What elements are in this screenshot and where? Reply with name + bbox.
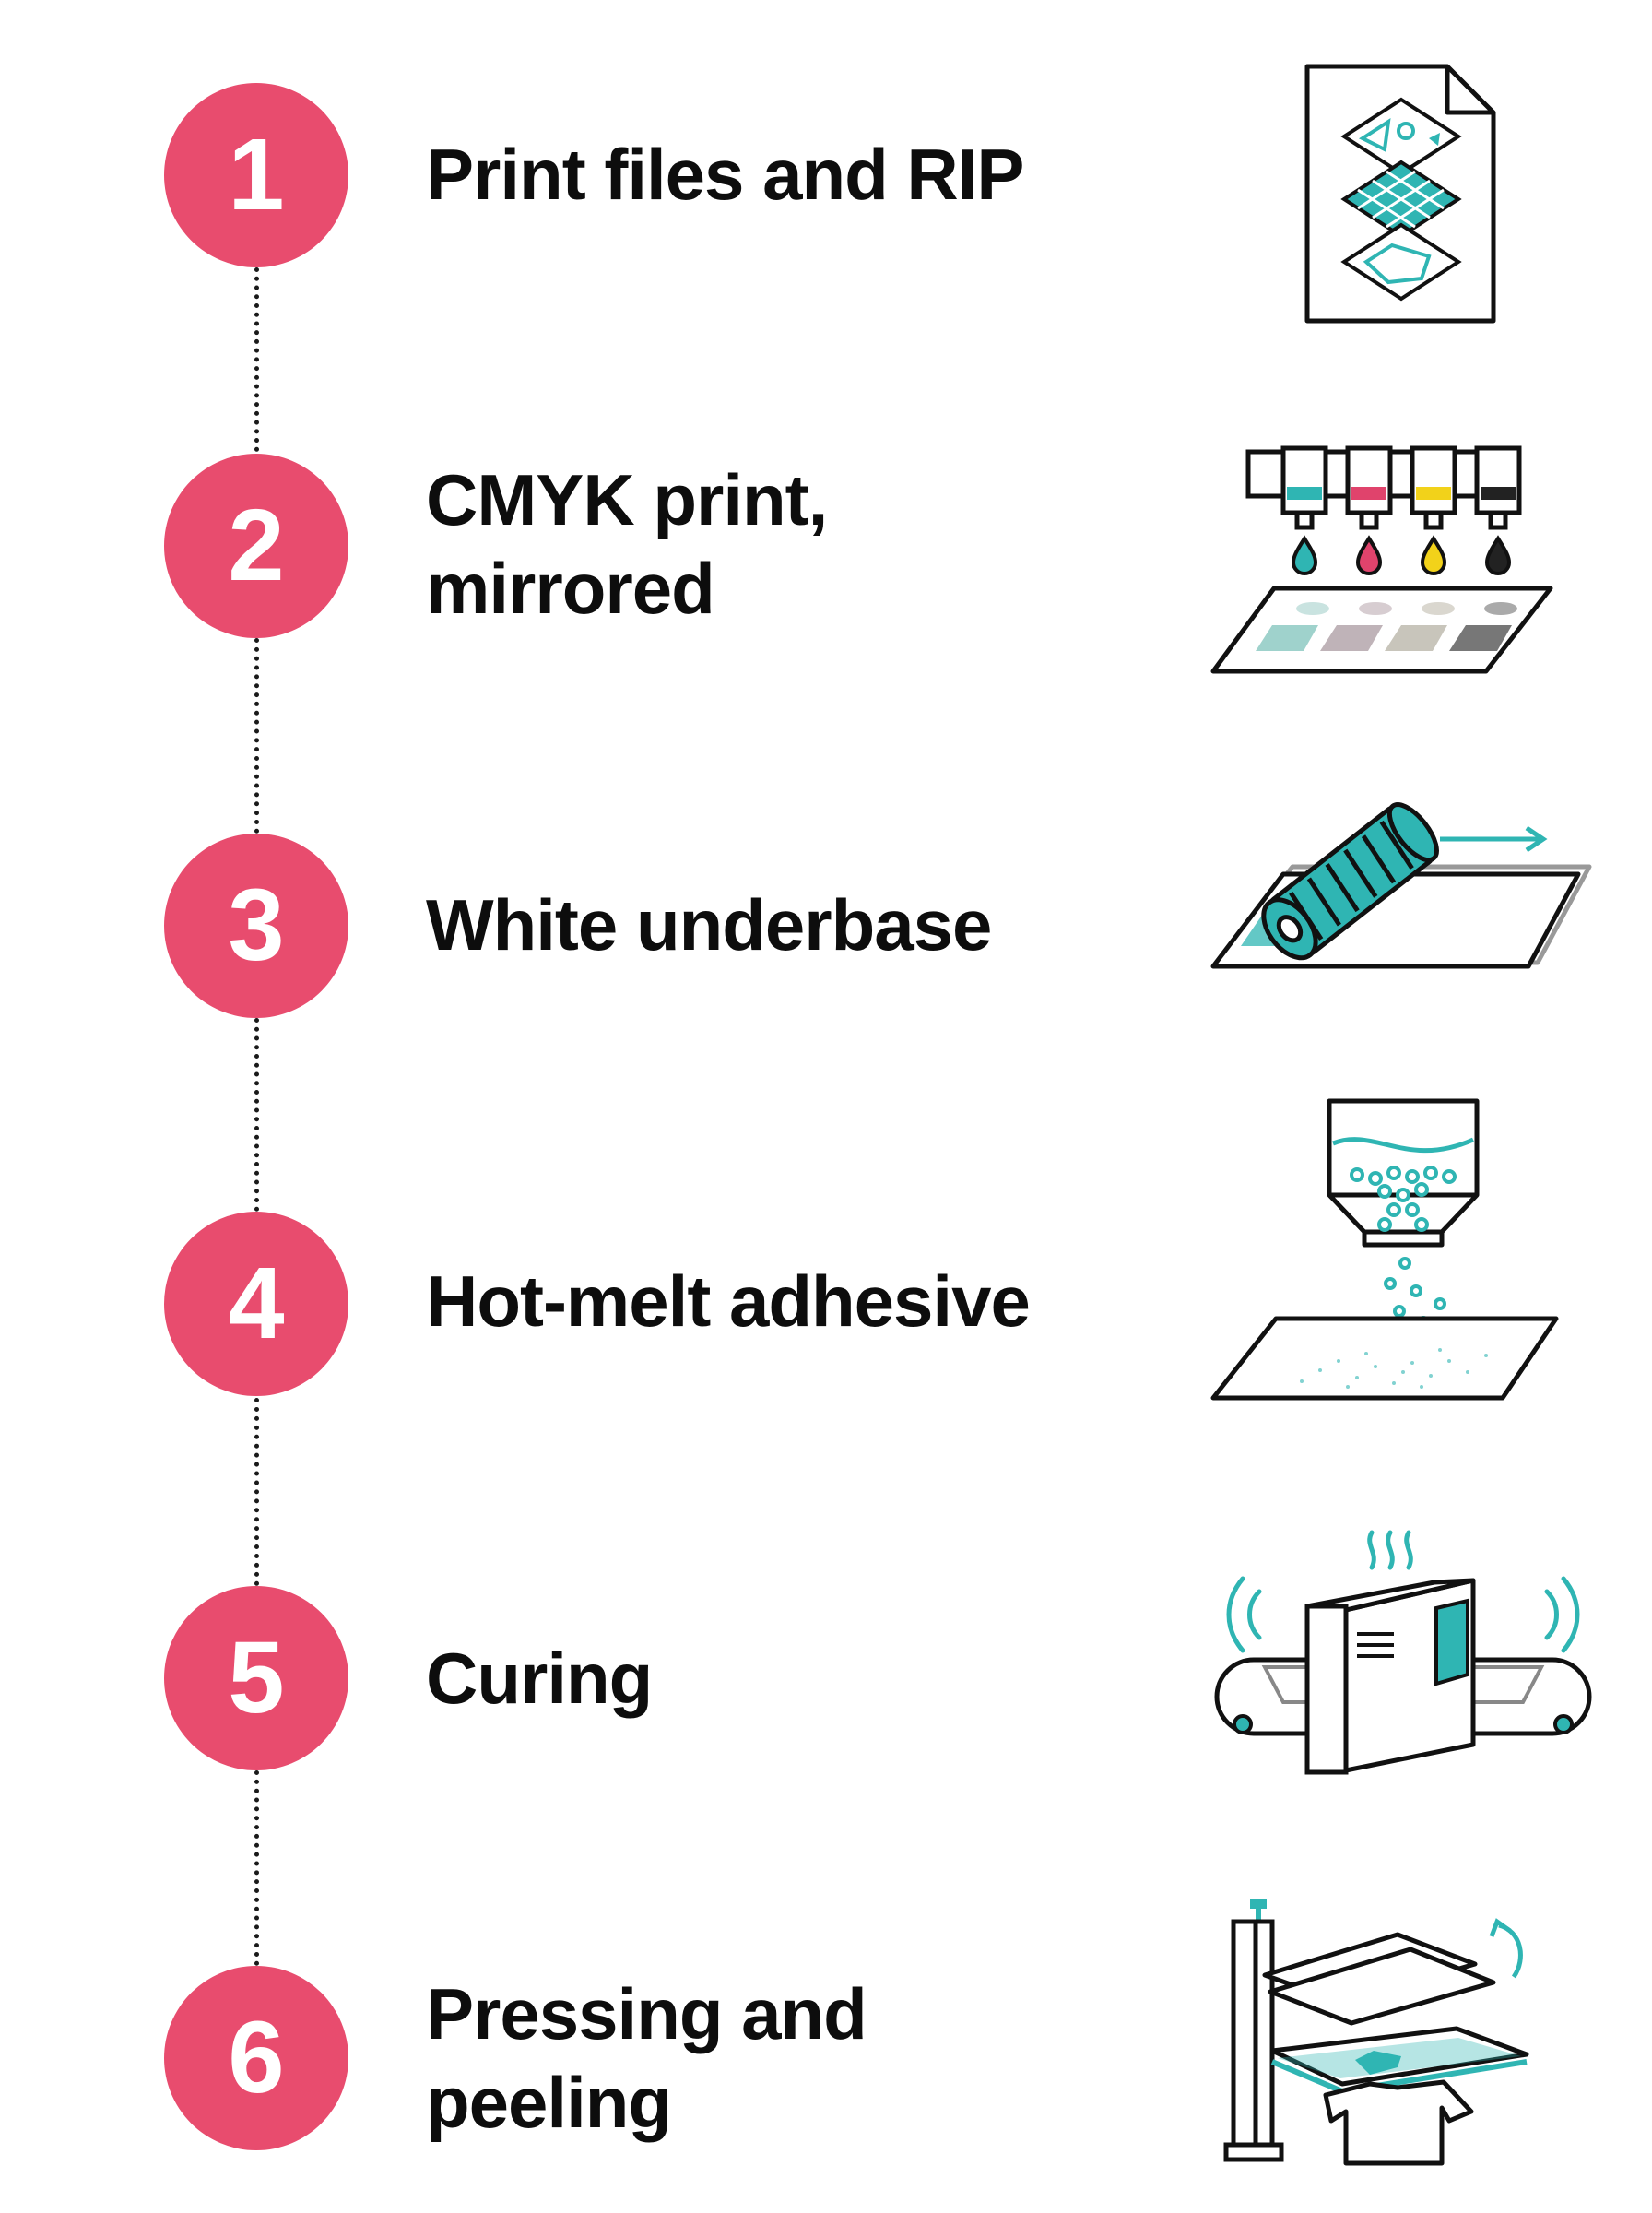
- step-title-line: peeling: [426, 2062, 672, 2143]
- cmyk-print-heads-icon: [1210, 443, 1560, 682]
- step-connector: [254, 638, 259, 834]
- step-connector: [254, 1018, 259, 1212]
- step-title-line: Print files and RIP: [426, 134, 1024, 215]
- step-title-line: Pressing and: [426, 1973, 867, 2054]
- step-title-line: Curing: [426, 1638, 653, 1719]
- step-number: 6: [228, 2001, 285, 2114]
- step-number: 1: [228, 118, 285, 231]
- white-roller-icon: [1210, 799, 1597, 983]
- step-2-circle: 2: [164, 454, 348, 638]
- step-number: 4: [228, 1247, 285, 1360]
- step-title-line: Hot-melt adhesive: [426, 1260, 1031, 1342]
- step-title-line: CMYK print,: [426, 459, 828, 540]
- step-connector: [254, 267, 259, 452]
- step-4-title: Hot-melt adhesive: [426, 1257, 1031, 1345]
- curing-oven-icon: [1210, 1527, 1597, 1804]
- step-connector: [254, 1770, 259, 1966]
- step-3-circle: 3: [164, 834, 348, 1018]
- step-number: 3: [228, 869, 285, 982]
- step-6-circle: 6: [164, 1966, 348, 2150]
- step-2-title: CMYK print, mirrored: [426, 456, 828, 633]
- heat-press-icon: [1217, 1894, 1567, 2171]
- step-1-title: Print files and RIP: [426, 130, 1024, 219]
- step-6-title: Pressing and peeling: [426, 1970, 867, 2147]
- step-5-title: Curing: [426, 1634, 653, 1722]
- step-4-circle: 4: [164, 1212, 348, 1396]
- step-title-line: White underbase: [426, 884, 992, 965]
- step-1-circle: 1: [164, 83, 348, 267]
- step-number: 5: [228, 1621, 285, 1734]
- step-connector: [254, 1398, 259, 1586]
- layered-file-icon: [1300, 61, 1503, 328]
- step-title-line: mirrored: [426, 548, 715, 629]
- step-5-circle: 5: [164, 1586, 348, 1770]
- step-3-title: White underbase: [426, 881, 992, 969]
- powder-hopper-icon: [1210, 1094, 1560, 1407]
- step-number: 2: [228, 489, 285, 602]
